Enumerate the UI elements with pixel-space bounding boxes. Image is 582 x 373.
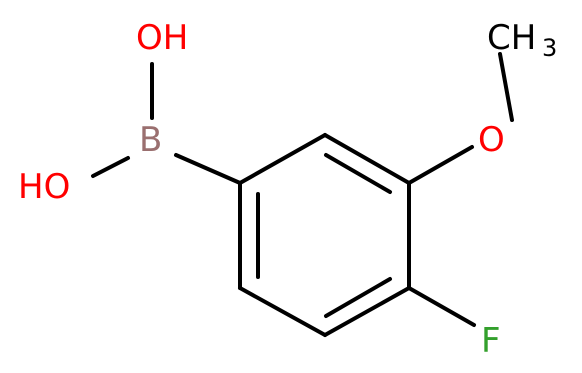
bond-b-oh-left — [91, 156, 130, 178]
methyl-label: CH — [487, 18, 536, 58]
bond-b-ring — [174, 153, 242, 185]
methyl-subscript: 3 — [542, 34, 557, 62]
hydroxyl-left-label: HO — [18, 167, 70, 207]
fluorine-label: F — [481, 321, 501, 361]
bond-group — [91, 52, 514, 337]
bond-ring-o — [407, 145, 474, 185]
bond-ring-4 — [323, 286, 411, 337]
methoxy-oxygen-label: O — [478, 120, 505, 160]
bond-ring-5 — [238, 286, 327, 337]
bond-ring-inner-2 — [324, 277, 392, 318]
bond-ring-f — [407, 286, 476, 327]
bond-ring-2 — [323, 133, 411, 185]
boron-label: B — [139, 120, 162, 160]
bond-ring-inner-1 — [324, 153, 392, 194]
bond-o-ch3 — [498, 52, 514, 122]
bond-ring-1 — [238, 133, 327, 185]
hydroxyl-top-label: OH — [136, 18, 188, 58]
